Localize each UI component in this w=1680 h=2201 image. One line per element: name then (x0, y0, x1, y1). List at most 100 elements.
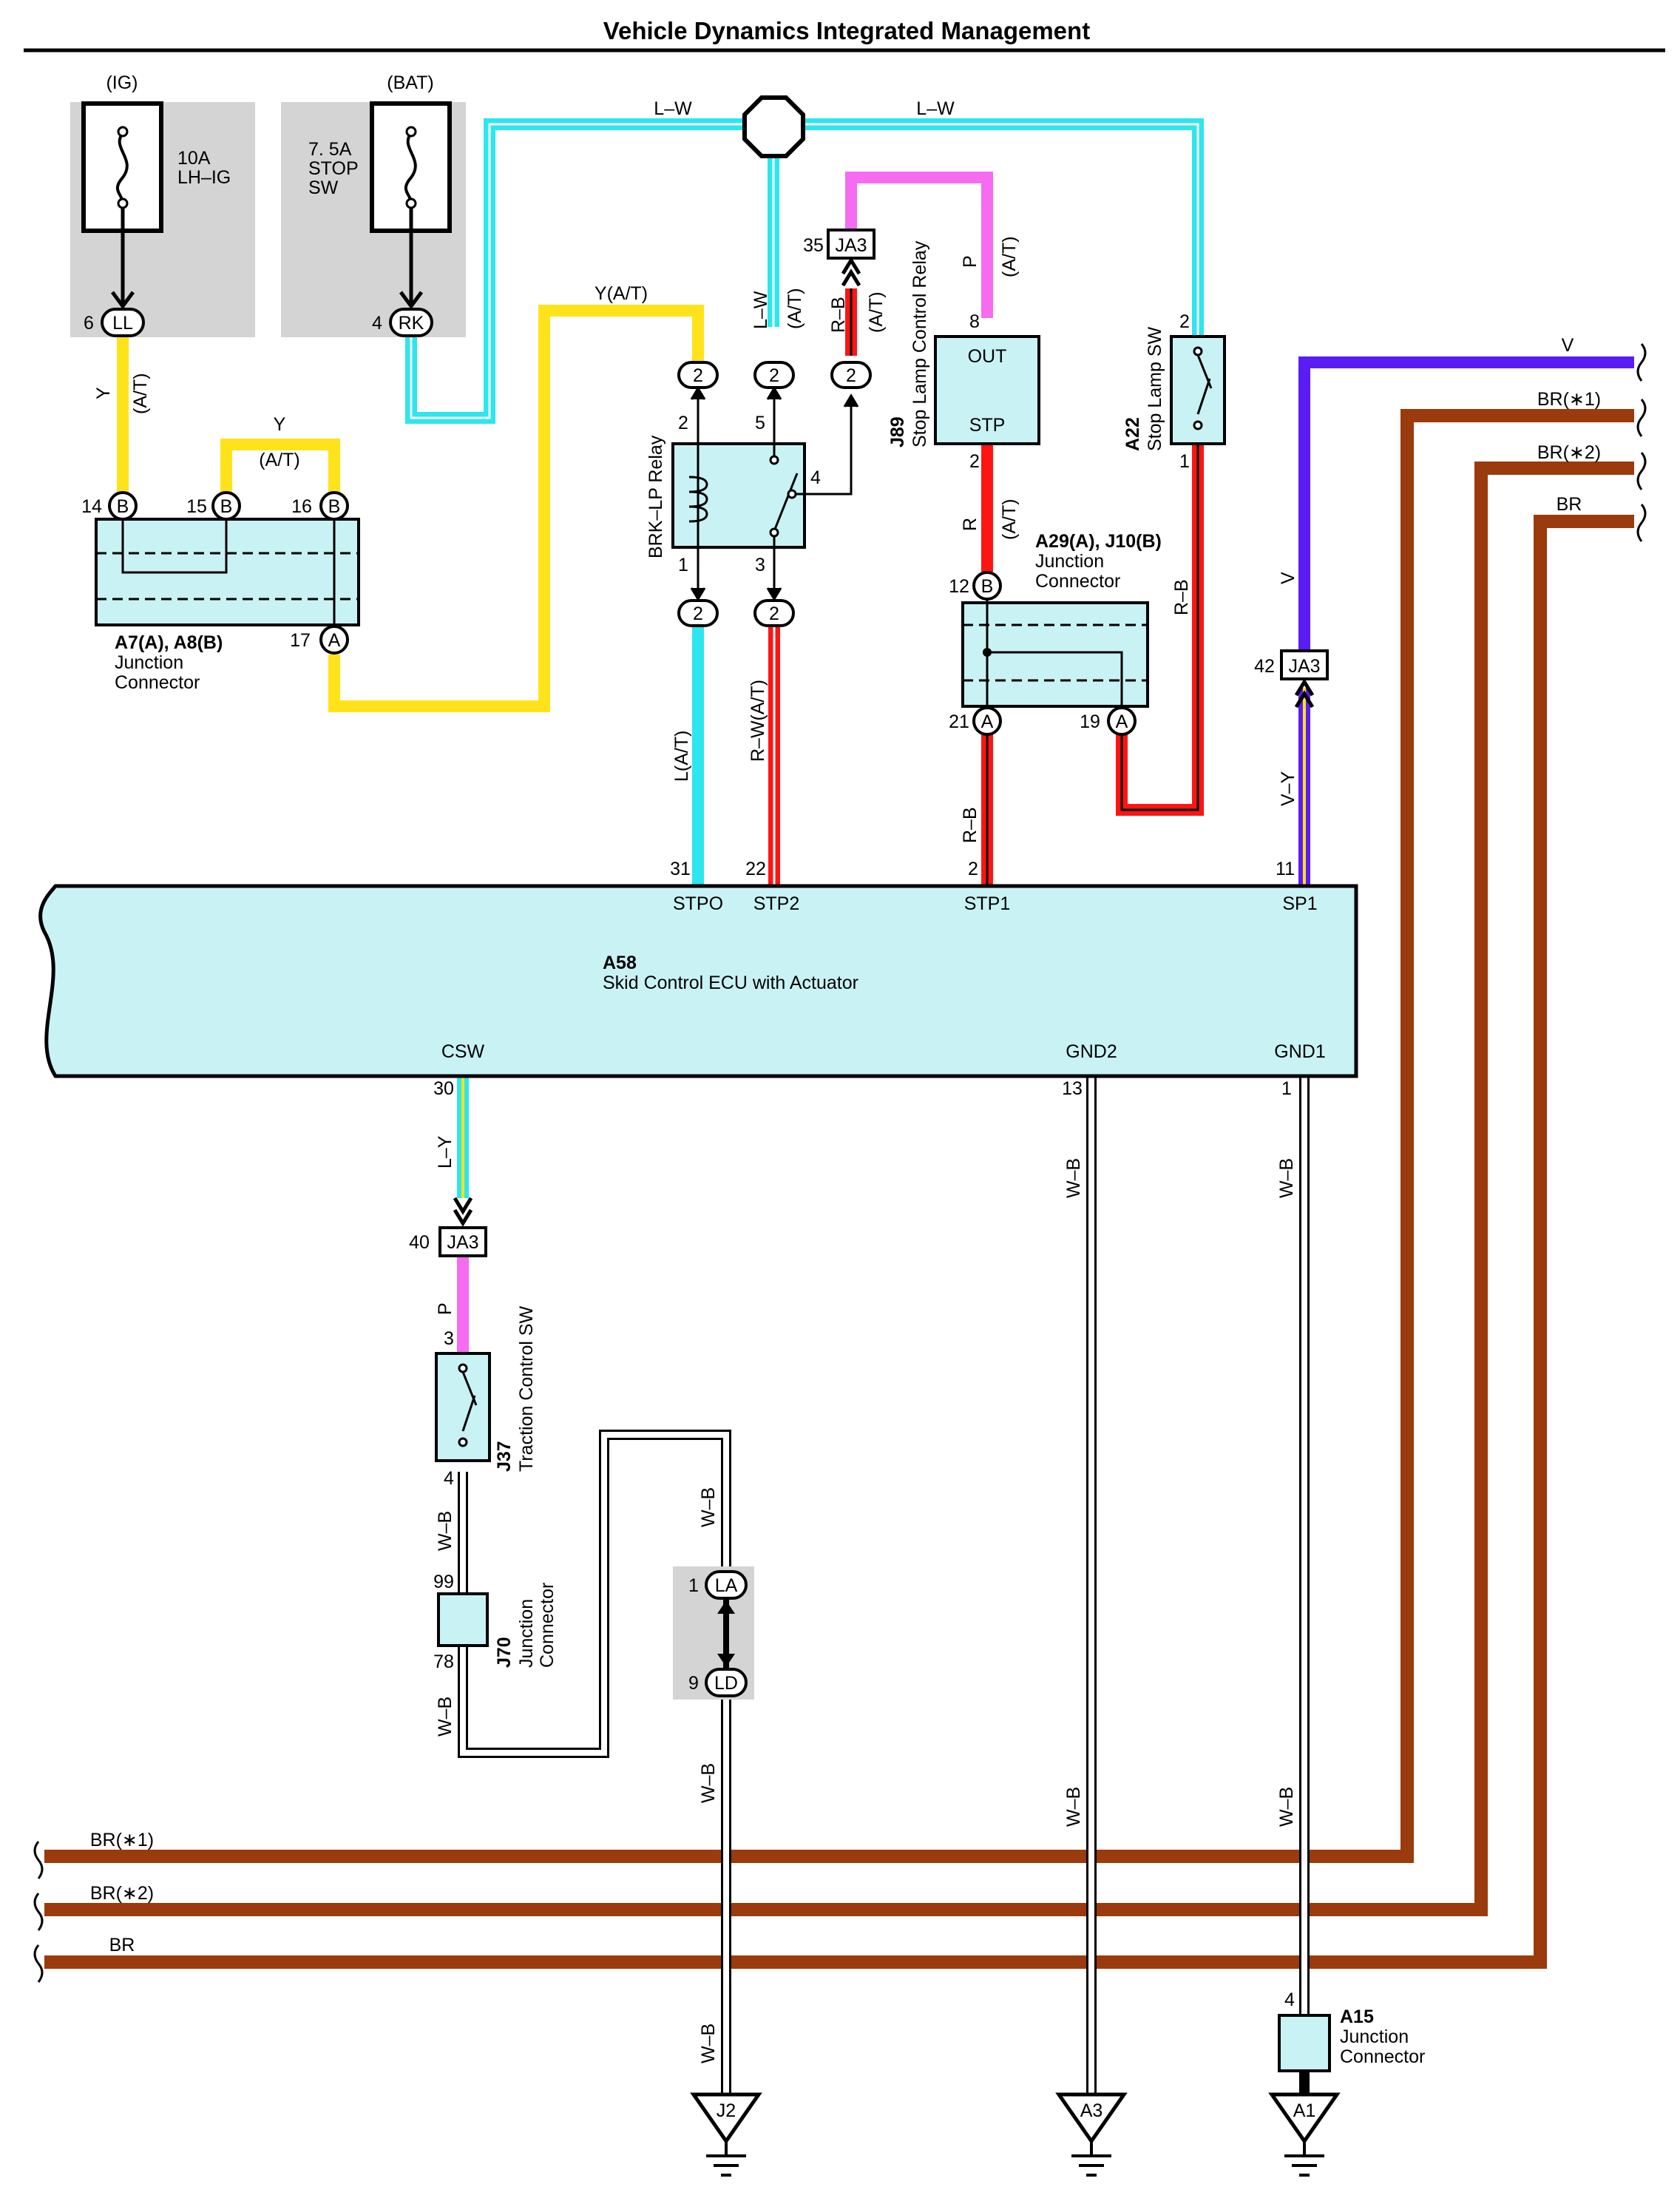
junction-connector-j70 (437, 1592, 489, 1647)
connector-rk (389, 291, 433, 337)
ground-j2-label: J2 (717, 2100, 736, 2121)
ground-j2 (690, 2092, 762, 2177)
label-wb-6: W–B (1063, 1158, 1084, 1198)
ecu-name: Skid Control ECU with Actuator (603, 973, 858, 993)
fuse-bat (370, 101, 452, 303)
fuse-bat-name2: SW (308, 178, 339, 198)
ground-a3-label: A3 (1080, 2100, 1103, 2121)
relay-name: BRK–LP Relay (646, 435, 666, 558)
label-wb-7: W–B (1063, 1787, 1084, 1827)
wire-rb-stop-sw (1116, 444, 1204, 816)
a29-pin-12: 12 (949, 576, 969, 597)
fuse-bat-rating: 7. 5A (308, 139, 352, 160)
a29-pin-21: 21 (949, 711, 969, 732)
relay-pin-5: 5 (755, 413, 765, 433)
a29-conn-b: B (981, 576, 994, 597)
label-v: V (1562, 335, 1574, 356)
connector-ll-pin: 6 (84, 313, 94, 334)
connector-ll-label: LL (112, 313, 133, 334)
ja3-pin-40: 40 (409, 1232, 430, 1253)
ja3-connector-40 (438, 1197, 487, 1257)
wire-wb (458, 1076, 1310, 2093)
wire-break-marks (33, 343, 1647, 1983)
stop-relay-out: OUT (968, 346, 1007, 367)
relay-pin-1: 1 (678, 555, 688, 575)
label-at-mid: (A/T) (259, 450, 300, 470)
label-wb-5: W–B (698, 2024, 719, 2063)
label-at-left: (A/T) (130, 373, 151, 414)
traction-sw-pin-3: 3 (444, 1328, 454, 1349)
ecu-a58 (38, 884, 1358, 1078)
label-lw-relay: L–W (751, 291, 771, 329)
label-p-bottom: P (435, 1302, 455, 1315)
stop-sw-code: A22 (1122, 417, 1143, 451)
j70-sub1: Junction (516, 1599, 537, 1668)
ja3-label-35: JA3 (835, 235, 867, 256)
stop-relay-code: J89 (887, 416, 908, 447)
j70-pin-99: 99 (433, 1572, 454, 1592)
j70-pin-78: 78 (433, 1651, 454, 1672)
a29-name: A29(A), J10(B) (1035, 531, 1162, 552)
stop-relay-name: Stop Lamp Control Relay (910, 240, 930, 447)
ja3-label-40: JA3 (447, 1232, 478, 1253)
stop-lamp-switch (1170, 335, 1226, 445)
ja3-connector-35 (827, 229, 875, 287)
connector-rk-pin: 4 (372, 313, 382, 334)
stop-lamp-control-relay (934, 335, 1040, 445)
a7-conn-b-3: B (328, 496, 341, 517)
a7-pin-15: 15 (186, 496, 207, 517)
ecu-pin-csw: CSW (441, 1041, 485, 1062)
ecu-pin-num-stp1: 2 (968, 859, 978, 879)
connector-rk-label: RK (399, 313, 424, 334)
stop-sw-name: Stop Lamp SW (1145, 326, 1165, 451)
stop-sw-pin-1: 1 (1179, 451, 1190, 472)
relay-conn-3: 2 (846, 365, 856, 386)
ecu-code: A58 (603, 953, 637, 973)
label-wb-4: W–B (698, 1763, 719, 1803)
ja3-pin-35: 35 (803, 235, 824, 256)
junction-connector-a7 (95, 491, 360, 655)
wire-lw-bus (405, 118, 1204, 424)
label-rb-sw: R–B (1171, 579, 1192, 615)
label-at-p: (A/T) (999, 236, 1020, 277)
stop-relay-pin-2: 2 (969, 451, 980, 472)
ecu-pin-stp2: STP2 (753, 893, 800, 914)
ecu-pin-num-gnd1: 1 (1281, 1078, 1292, 1099)
wire-v (1298, 356, 1634, 651)
relay-conn-5: 2 (769, 604, 779, 624)
label-br-top: BR (1557, 494, 1582, 515)
ecu-pin-gnd2: GND2 (1066, 1041, 1117, 1062)
a7-conn-b-1: B (117, 496, 129, 517)
a15-code: A15 (1340, 2006, 1374, 2027)
relay-pin-2: 2 (678, 413, 688, 433)
label-y-left: Y (93, 387, 114, 399)
traction-sw-name: Traction Control SW (516, 1305, 537, 1472)
ground-a3 (1055, 2092, 1128, 2177)
a15-sub2: Connector (1340, 2046, 1425, 2067)
label-br1-bottom: BR(∗1) (90, 1830, 154, 1850)
a15-pin-4: 4 (1284, 1989, 1295, 2010)
fuse-bat-name1: STOP (308, 158, 359, 179)
stop-relay-pin-8: 8 (969, 311, 980, 332)
ground-a1-label: A1 (1293, 2100, 1316, 2121)
label-rb-stp1: R–B (960, 807, 980, 843)
connector-ll (101, 291, 145, 337)
label-lw-right: L–W (916, 98, 955, 119)
label-y-mid: Y (274, 414, 286, 435)
label-r: R (960, 518, 980, 531)
a29-sub1: Junction (1035, 551, 1104, 572)
a7-sub2: Connector (115, 672, 200, 693)
label-wb-8: W–B (1276, 1158, 1297, 1198)
j70-sub2: Connector (537, 1583, 558, 1668)
j70-code: J70 (494, 1637, 515, 1668)
label-wb-2: W–B (435, 1697, 455, 1737)
traction-sw-code: J37 (494, 1441, 515, 1472)
relay-pin-3: 3 (755, 555, 765, 575)
a29-conn-a-2: A (1116, 711, 1128, 732)
a29-pin-19: 19 (1080, 711, 1100, 732)
a7-conn-b-2: B (220, 496, 233, 517)
ja3-pin-42: 42 (1254, 656, 1275, 677)
a7-conn-a: A (328, 630, 341, 651)
ecu-pin-num-sp1: 11 (1276, 859, 1295, 879)
